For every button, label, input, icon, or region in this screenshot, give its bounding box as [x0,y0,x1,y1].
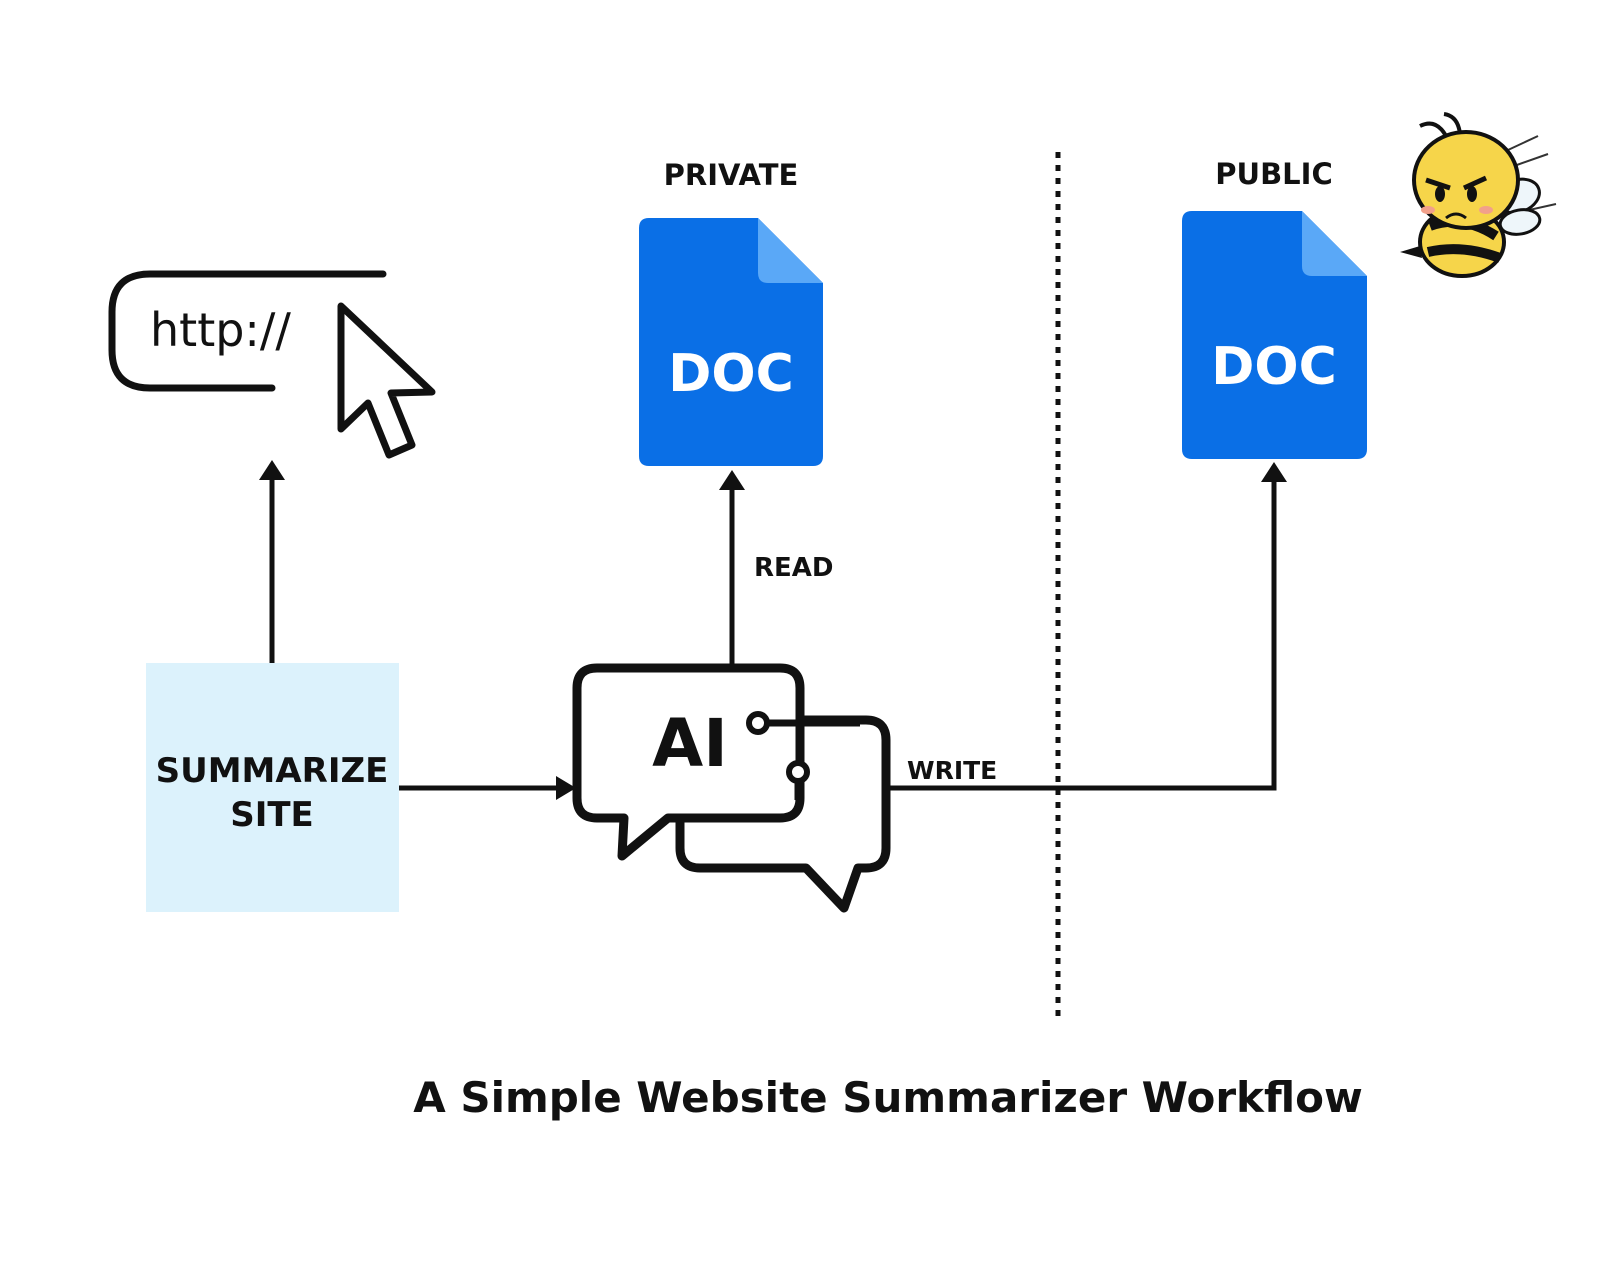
ai-label: AI [652,705,728,782]
arrow-write [886,480,1277,791]
diagram-caption: A Simple Website Summarizer Workflow [413,1073,1363,1122]
url-bar: http:// [108,270,387,392]
task-label-line1: SUMMARIZE [156,751,389,791]
url-text: http:// [150,303,291,357]
ai-chat-icon: AI [572,663,891,913]
bee-mascot-icon [1400,112,1557,278]
private-doc-icon: DOC [639,218,823,466]
private-doc-label: DOC [668,344,794,404]
private-label: PRIVATE [664,158,799,192]
task-label-line2: SITE [230,795,314,835]
public-label: PUBLIC [1215,157,1332,191]
public-doc-label: DOC [1211,337,1337,397]
public-doc-icon: DOC [1182,211,1367,459]
summarize-site-box: SUMMARIZE SITE [146,663,399,912]
write-label: WRITE [907,756,997,785]
cursor-icon [337,302,436,459]
read-label: READ [754,553,834,583]
